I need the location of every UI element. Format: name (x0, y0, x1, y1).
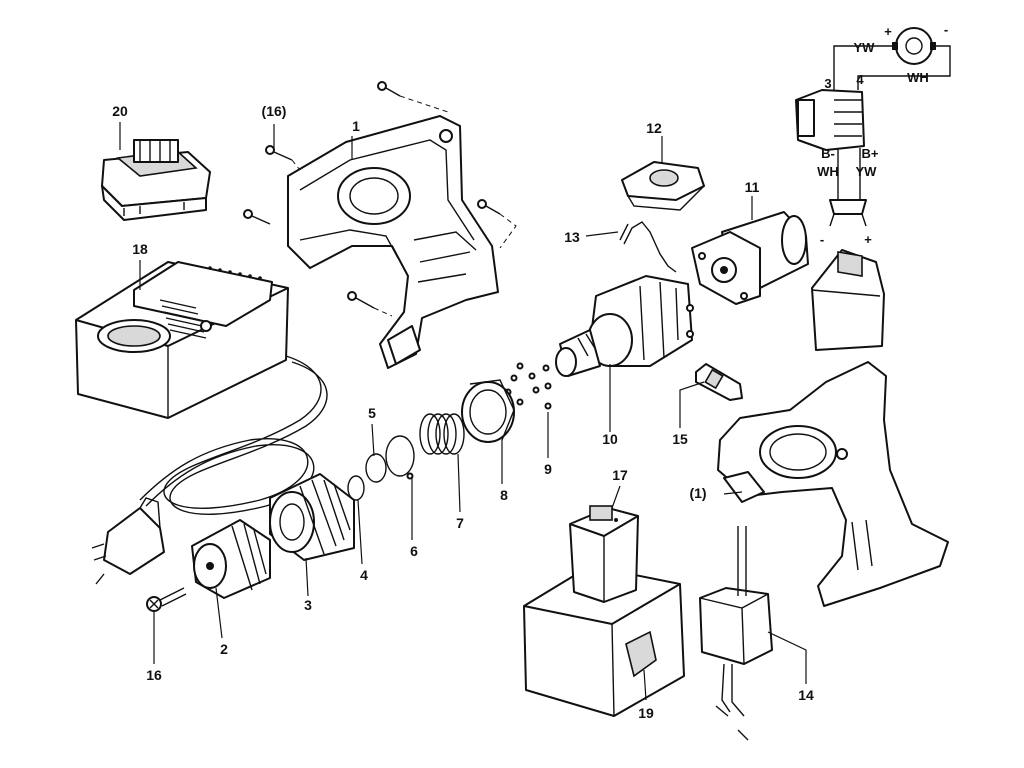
terminal-b-minus: B- (821, 146, 835, 161)
label-16: 16 (146, 667, 162, 683)
screw-icon (477, 199, 501, 215)
part-16-screw (146, 587, 187, 612)
part-3-collar (269, 473, 355, 561)
wire-yw-top: YW (854, 40, 876, 55)
label-10: 10 (602, 431, 618, 447)
label-16-ref: (16) (262, 103, 287, 119)
part-5-ring (365, 453, 387, 483)
label-8: 8 (500, 487, 508, 503)
screw-icon (347, 291, 375, 309)
part-8-ring (461, 379, 515, 443)
charger-cord (139, 355, 328, 515)
label-1: 1 (352, 118, 360, 134)
label-20: 20 (112, 103, 128, 119)
wire-yw-low: YW (856, 164, 878, 179)
terminal-b-plus: B+ (862, 146, 879, 161)
motor-minus: - (944, 22, 948, 37)
terminal-4: 4 (856, 72, 864, 87)
label-4: 4 (360, 567, 368, 583)
label-7: 7 (456, 515, 464, 531)
label-15: 15 (672, 431, 688, 447)
part-4-ring (347, 475, 365, 501)
part-6-clip (385, 435, 415, 480)
label-2: 2 (220, 641, 228, 657)
wiring-schematic (795, 27, 951, 351)
motor-plus: + (884, 24, 892, 39)
wire-wh-top: WH (907, 70, 929, 85)
housing-screws (243, 81, 517, 317)
label-6: 6 (410, 543, 418, 559)
wiring-labels: YW WH + - 3 4 B- B+ WH YW - + (817, 22, 948, 247)
label-14: 14 (798, 687, 814, 703)
label-11: 11 (745, 179, 760, 195)
part-17-battery-top (569, 505, 639, 603)
screw-icon (377, 81, 401, 97)
screw-icon (265, 145, 293, 161)
part-7-spring (419, 413, 465, 455)
part-14-switch (699, 526, 773, 741)
mains-plug (91, 497, 165, 585)
label-3: 3 (304, 597, 312, 613)
part-12-switch-button (621, 161, 705, 211)
label-1-ref: (1) (689, 485, 706, 501)
part-1b-housing-right (717, 361, 949, 607)
label-9: 9 (544, 461, 552, 477)
part-9-balls (504, 362, 552, 410)
wire-wh-low: WH (817, 164, 839, 179)
screw-icon (243, 209, 271, 225)
label-17: 17 (612, 467, 628, 483)
terminal-3: 3 (824, 76, 831, 91)
battery-minus: - (820, 232, 824, 247)
part-labels: 1 (16) 20 12 11 13 18 10 15 9 8 7 6 5 4 … (112, 103, 814, 721)
leader-lines (119, 122, 807, 701)
part-10-gearbox (555, 275, 694, 377)
label-13: 13 (564, 229, 580, 245)
battery-plus: + (864, 232, 872, 247)
part-15-lever (695, 363, 743, 401)
part-13-spring (619, 221, 677, 273)
label-12: 12 (646, 120, 662, 136)
label-5: 5 (368, 405, 376, 421)
label-19: 19 (638, 705, 654, 721)
part-11-motor (691, 211, 809, 305)
part-18-charger (75, 261, 289, 419)
label-18: 18 (132, 241, 148, 257)
part-20-transformer (101, 139, 211, 221)
part-1-housing (287, 115, 499, 369)
part-2-chuck (191, 519, 271, 599)
